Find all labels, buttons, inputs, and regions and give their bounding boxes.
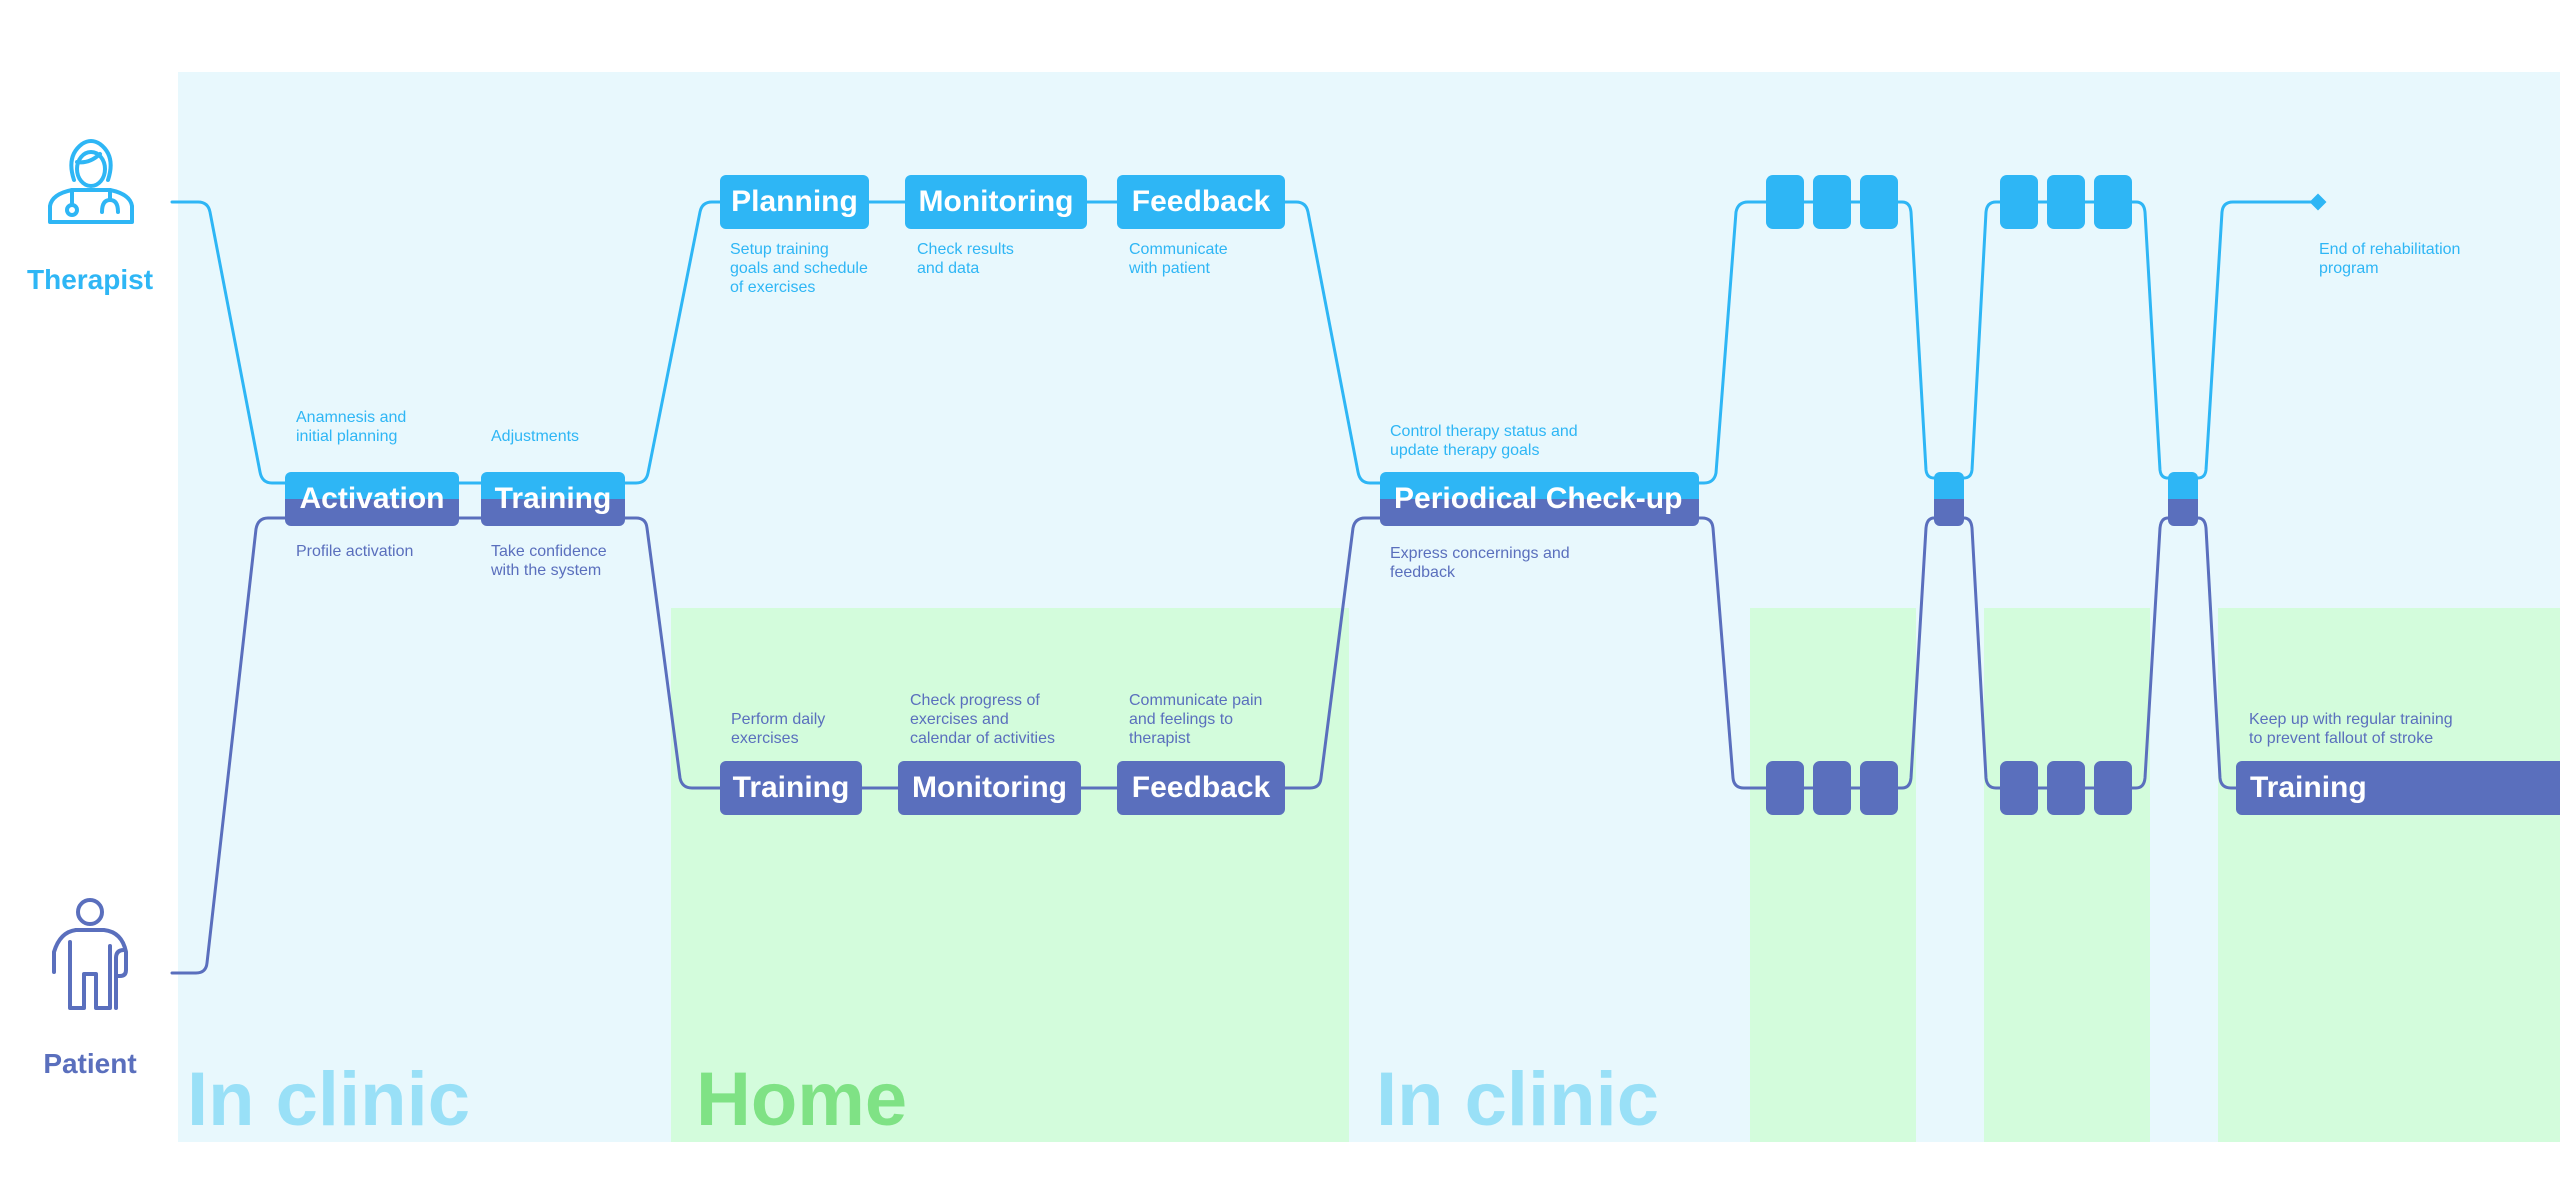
therapist-cycle-2b[interactable]	[2047, 175, 2085, 229]
note-anamnesis: Anamnesis and initial planning	[296, 409, 407, 445]
checkup-mini-2[interactable]	[2168, 472, 2198, 526]
therapist-icon	[48, 139, 134, 224]
therapist-line-to-planning	[623, 200, 722, 485]
step-feedback-patient[interactable]: Feedback	[1117, 761, 1285, 815]
step-training-onboarding[interactable]: Training	[481, 472, 625, 526]
step-planning[interactable]: Planning	[720, 175, 869, 229]
patient-cycle-1b[interactable]	[1813, 761, 1851, 815]
note-communicate-patient: Communicate with patient	[1129, 241, 1228, 277]
checkup-mini-1[interactable]	[1934, 472, 1964, 526]
note-keep-up: Keep up with regular training to prevent…	[2249, 711, 2453, 747]
patient-line-up-1	[1896, 516, 1936, 790]
patient-label: Patient	[43, 1048, 137, 1079]
note-check-results: Check results and data	[917, 241, 1014, 277]
note-check-progress: Check progress of exercises and calendar…	[910, 692, 1055, 747]
patient-cycle-2a[interactable]	[2000, 761, 2038, 815]
patient-line-up-2	[2130, 516, 2170, 790]
zone-in-clinic-1	[178, 72, 2560, 1142]
note-profile-activation: Profile activation	[296, 543, 414, 560]
zone-home-3	[1984, 608, 2150, 1142]
note-express-concerns: Express concernings and feedback	[1390, 545, 1570, 581]
therapist-line-down-1	[1896, 200, 1936, 480]
therapist-line-start	[170, 200, 287, 485]
therapist-line-to-checkup	[1283, 200, 1382, 485]
therapist-cycle-2a[interactable]	[2000, 175, 2038, 229]
step-monitoring-patient[interactable]: Monitoring	[898, 761, 1081, 815]
step-training-patient[interactable]: Training	[720, 761, 862, 815]
zone-label-in-clinic-2: In clinic	[1376, 1057, 1659, 1142]
patient-line-checkup-down	[1697, 516, 1768, 790]
therapist-label: Therapist	[26, 264, 154, 295]
therapist-cycle-1c[interactable]	[1860, 175, 1898, 229]
step-periodical-checkup[interactable]: Periodical Check-up	[1380, 472, 1699, 526]
patient-cycle-2b[interactable]	[2047, 761, 2085, 815]
step-feedback-therapist[interactable]: Feedback	[1117, 175, 1285, 229]
zone-label-in-clinic: In clinic	[187, 1057, 470, 1142]
therapist-line-checkup-up	[1697, 200, 1768, 485]
patient-cycle-2c[interactable]	[2094, 761, 2132, 815]
zone-home-4	[2218, 608, 2560, 1142]
patient-with-cane-icon	[52, 898, 128, 1010]
note-control-therapy: Control therapy status and update therap…	[1390, 423, 1578, 459]
note-take-confidence: Take confidence with the system	[491, 543, 607, 579]
patient-line-to-training	[623, 516, 722, 790]
therapist-line-down-2	[2130, 200, 2170, 480]
patient-line-down-2	[2196, 516, 2238, 790]
patient-cycle-1a[interactable]	[1766, 761, 1804, 815]
patient-line-down-1	[1962, 516, 2002, 790]
note-communicate-pain: Communicate pain and feelings to therapi…	[1129, 692, 1263, 747]
therapist-line-end	[2196, 200, 2320, 480]
note-setup-training: Setup training goals and schedule of exe…	[730, 241, 868, 296]
therapist-cycle-1b[interactable]	[1813, 175, 1851, 229]
zone-label-home: Home	[696, 1057, 908, 1142]
patient-line-start	[170, 516, 287, 975]
therapist-cycle-2c[interactable]	[2094, 175, 2132, 229]
zone-home	[671, 608, 1349, 1142]
end-marker-diamond	[2309, 193, 2327, 211]
step-training-final[interactable]: Training	[2236, 761, 2560, 815]
therapist-line-up-1	[1962, 200, 2002, 480]
note-adjustments: Adjustments	[491, 428, 580, 445]
step-monitoring-therapist[interactable]: Monitoring	[905, 175, 1087, 229]
note-perform-daily: Perform daily exercises	[731, 711, 826, 747]
therapist-cycle-1a[interactable]	[1766, 175, 1804, 229]
note-end-program: End of rehabilitation program	[2319, 241, 2461, 277]
patient-cycle-1c[interactable]	[1860, 761, 1898, 815]
zone-home-2	[1750, 608, 1916, 1142]
patient-line-to-checkup	[1283, 516, 1382, 790]
step-activation[interactable]: Activation	[285, 472, 459, 526]
